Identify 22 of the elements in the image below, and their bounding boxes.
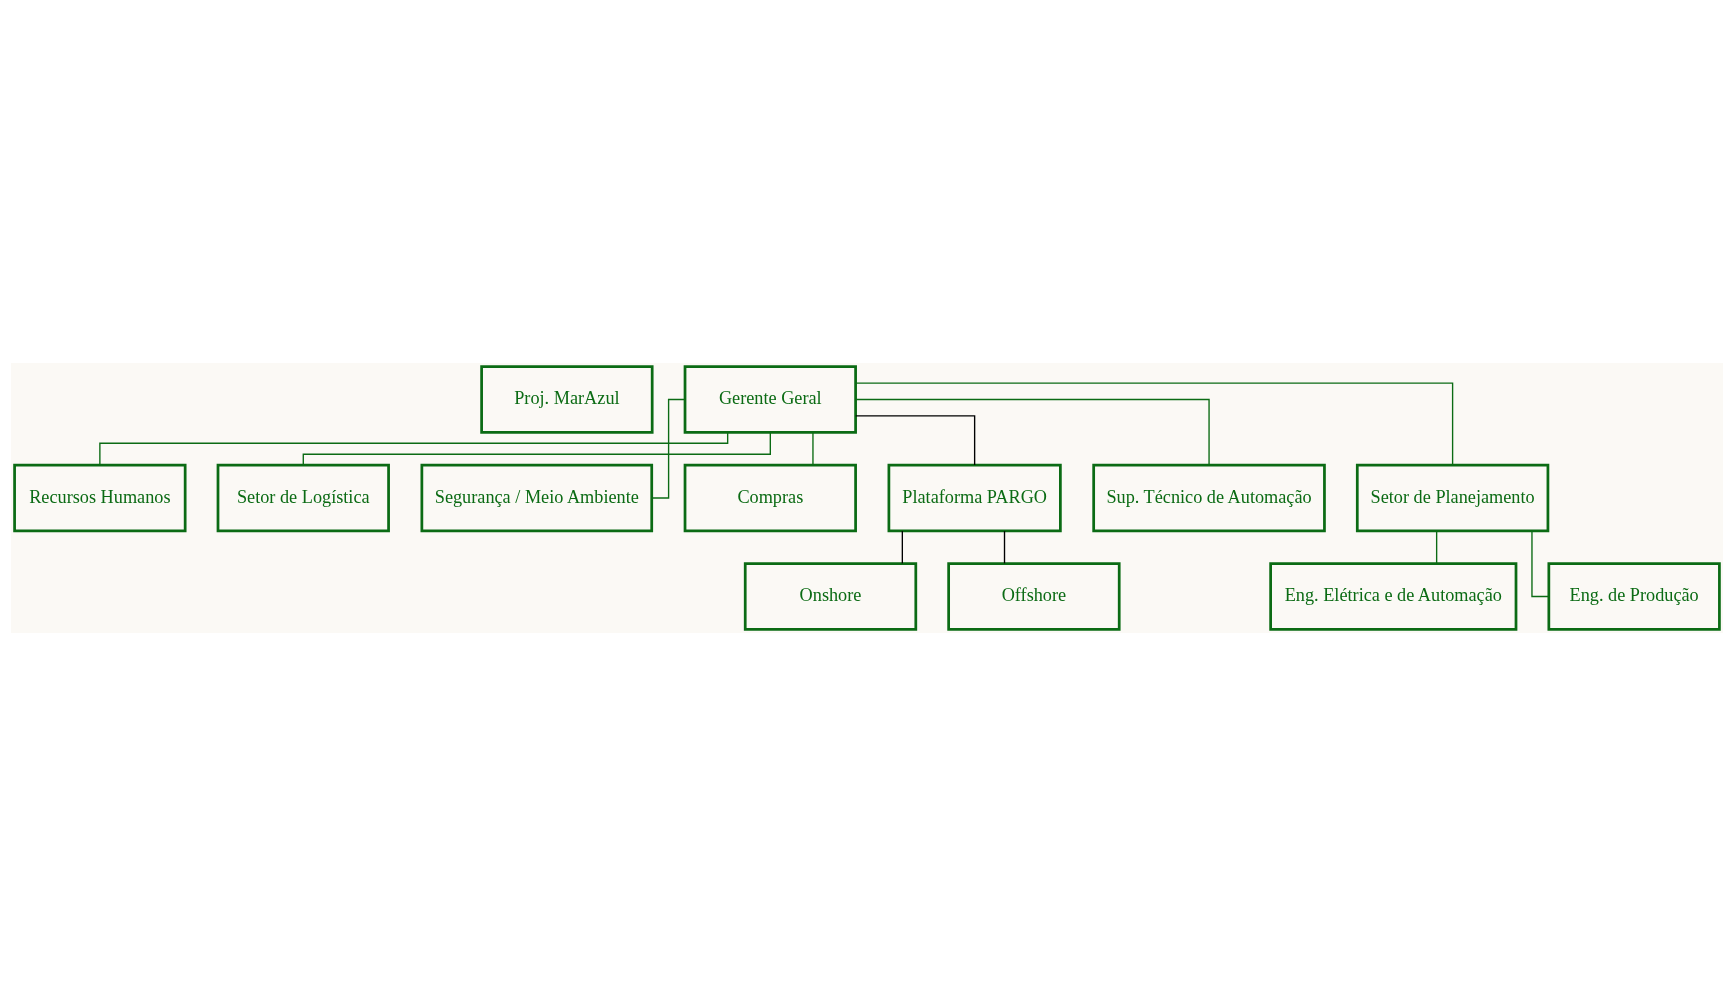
node-box: Setor de Logística xyxy=(216,463,390,533)
node-box: Plataforma PARGO xyxy=(887,463,1062,533)
connector xyxy=(1531,530,1550,598)
connector xyxy=(855,382,1454,466)
connector xyxy=(855,398,1210,466)
connector xyxy=(855,415,976,466)
connector xyxy=(812,431,814,466)
node-box: Setor de Planejamento xyxy=(1355,463,1550,533)
connector xyxy=(651,398,686,499)
node-box: Compras xyxy=(683,463,857,533)
node-box: Recursos Humanos xyxy=(13,463,187,533)
connector xyxy=(901,530,904,565)
node-box: Proj. MarAzul xyxy=(480,365,654,434)
node-box: Onshore xyxy=(743,562,918,631)
node-box: Eng. de Produção xyxy=(1547,562,1721,631)
node-box: Segurança / Meio Ambiente xyxy=(420,463,654,533)
node-box: Gerente Geral xyxy=(683,365,857,434)
node-box: Eng. Elétrica e de Automação xyxy=(1269,562,1518,631)
connector xyxy=(1435,530,1438,565)
node-box: Offshore xyxy=(947,562,1121,631)
connector xyxy=(1003,530,1006,565)
node-box: Sup. Técnico de Automação xyxy=(1092,463,1326,533)
